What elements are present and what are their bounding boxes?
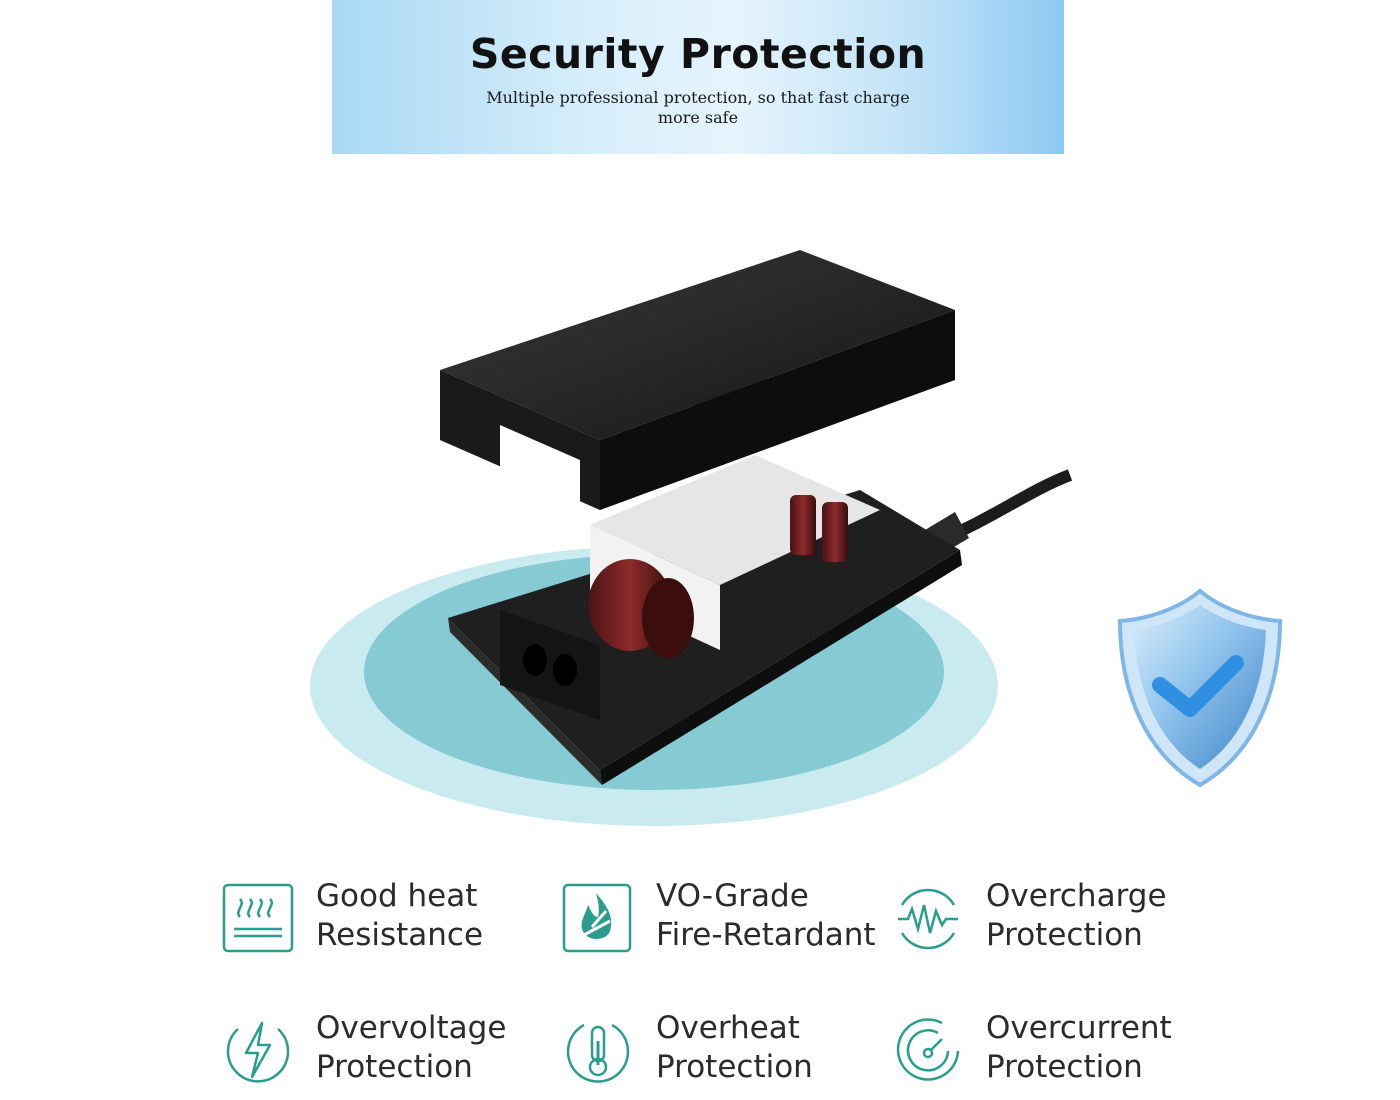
flame-icon: [562, 883, 632, 953]
gauge-icon: [896, 1018, 960, 1081]
page-subtitle: Multiple professional protection, so tha…: [486, 88, 910, 127]
feature-label: Good heat Resistance: [316, 878, 484, 953]
shield-check-icon: [1117, 588, 1283, 788]
feature-label: Overcharge Protection: [986, 878, 1167, 953]
page-title: Security Protection: [469, 30, 927, 78]
thermometer-icon: [566, 1023, 630, 1083]
feature-label: Overheat Protection: [656, 1010, 813, 1085]
lightning-icon: [226, 1021, 290, 1083]
charge-wave-icon: [898, 888, 958, 950]
feature-label: VO-Grade Fire-Retardant: [656, 878, 876, 953]
header-banner: Security Protection Multiple professiona…: [332, 0, 1064, 154]
feature-label: Overvoltage Protection: [316, 1010, 507, 1085]
power-adapter-image: [310, 250, 1073, 826]
feature-label: Overcurrent Protection: [986, 1010, 1172, 1085]
heat-waves-icon: [222, 883, 294, 953]
